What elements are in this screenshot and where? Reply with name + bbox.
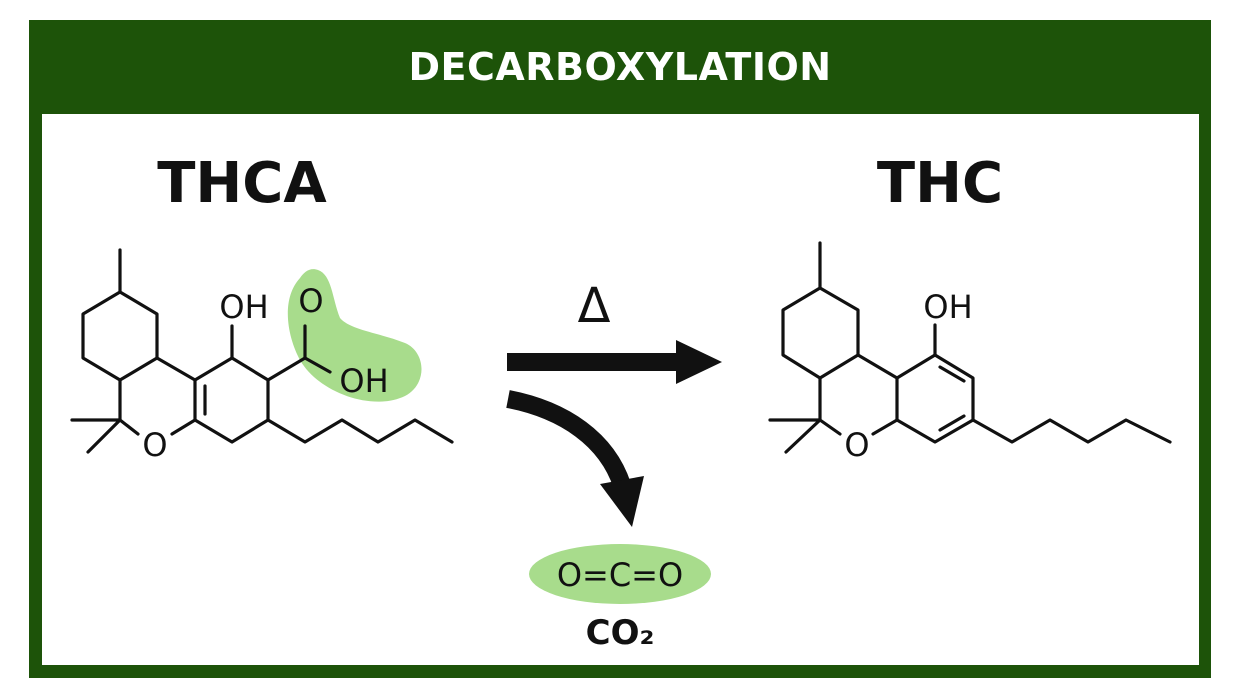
heat-symbol: Δ xyxy=(578,278,611,334)
thc-ring-o-label: O xyxy=(844,426,869,464)
thca-carbonyl-o-label: O xyxy=(298,282,323,320)
thc-hydroxyl-label: OH xyxy=(923,288,972,326)
reaction-arrow xyxy=(507,340,722,384)
reactant-label: THCA xyxy=(157,151,327,216)
co2-label: CO₂ xyxy=(586,613,655,653)
thc-structure: OH O xyxy=(768,241,1172,464)
co2-highlight xyxy=(529,544,711,604)
page-title: DECARBOXYLATION xyxy=(408,45,832,89)
thca-acid-oh-label: OH xyxy=(339,362,388,400)
co2-structural-formula: O=C=O xyxy=(557,556,683,594)
product-label: THC xyxy=(877,151,1003,216)
thca-structure: OH O OH O xyxy=(70,248,454,464)
thca-ring-o-label: O xyxy=(142,426,167,464)
thca-hydroxyl-label: OH xyxy=(219,288,268,326)
byproduct-arrow xyxy=(506,390,644,527)
